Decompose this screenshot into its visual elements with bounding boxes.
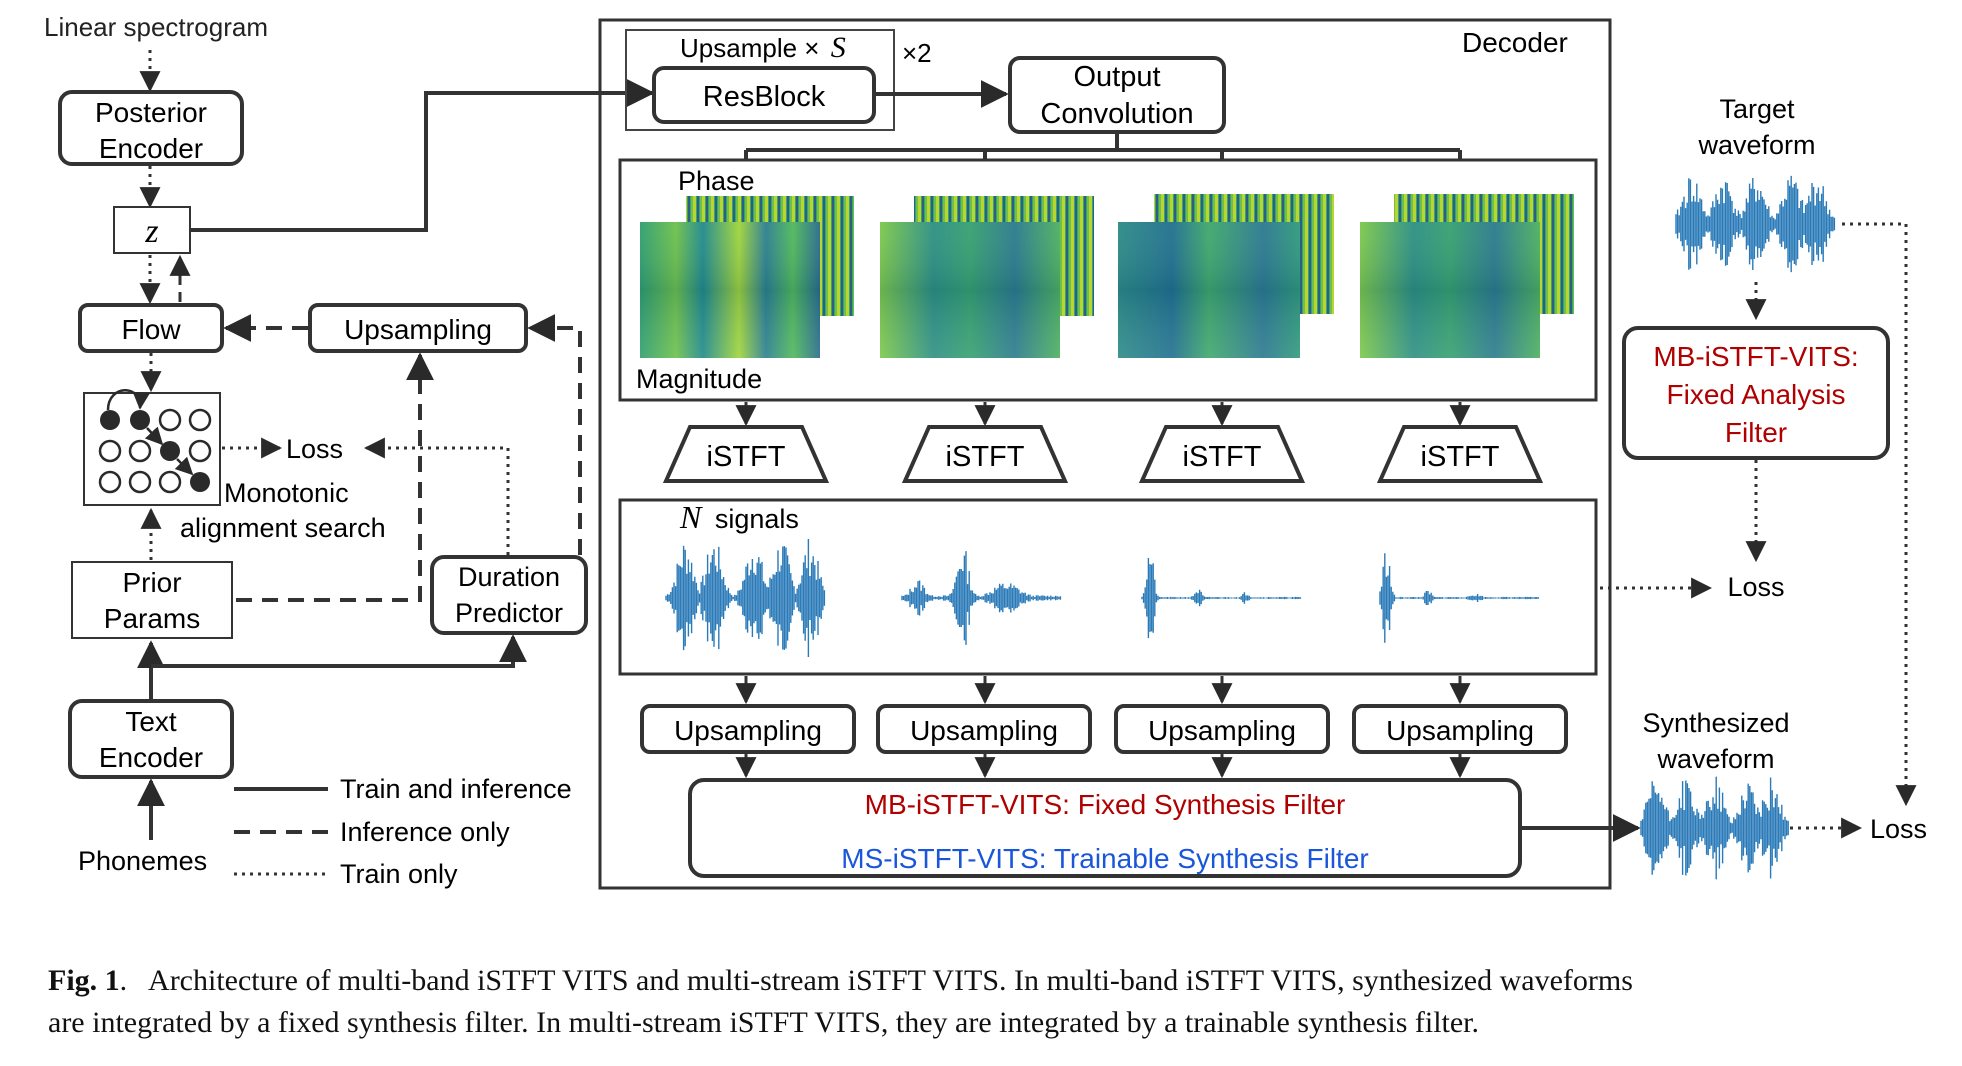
legend-dashed-label: Inference only [340,817,510,847]
upsample-group-label: Upsample × S [680,31,846,64]
target-waveform [1675,175,1836,273]
upsampling-label-4: Upsampling [1386,715,1534,746]
text-encoder-box: Text Encoder [68,699,234,779]
text-encoder-line2: Encoder [99,742,203,773]
upsampling-label-3: Upsampling [1148,715,1296,746]
mas-label-line2: alignment search [180,513,386,543]
analysis-filter-line3: Filter [1725,417,1787,448]
upsampling-box-3: Upsampling [1114,704,1330,754]
ms-synthesis-label: MS-iSTFT-VITS: Trainable Synthesis Filte… [841,843,1368,874]
upsample-group-frame [625,29,895,131]
synthesis-filter-box: MB-iSTFT-VITS: Fixed Synthesis Filter MS… [688,778,1522,878]
analysis-filter-line1: MB-iSTFT-VITS: [1653,341,1858,372]
synthesized-waveform [1640,776,1789,880]
upsampling-box-1: Upsampling [640,704,856,754]
loss-middle-label: Loss [1727,572,1784,602]
istft-block-3: iSTFT [1138,425,1306,483]
upsampling-label-1: Upsampling [674,715,822,746]
prior-params-line2: Params [104,603,200,634]
synthesized-waveform-line1: Synthesized [1642,708,1789,738]
upsampling-box-4: Upsampling [1352,704,1568,754]
prior-params-line1: Prior [122,567,181,598]
times-two-label: ×2 [902,38,932,68]
istft-block-1: iSTFT [662,425,830,483]
phase-label: Phase [678,166,755,196]
analysis-filter-box: MB-iSTFT-VITS: Fixed Analysis Filter [1622,326,1890,460]
prior-params-box: Prior Params [71,561,233,639]
upsampling-left-label: Upsampling [344,314,492,345]
output-convolution-line1: Output [1073,61,1160,93]
signals-label: N signals [679,499,799,535]
text-encoder-line1: Text [125,706,177,737]
loss-right-label: Loss [1870,814,1927,844]
upsampling-label-2: Upsampling [910,715,1058,746]
target-waveform-line2: waveform [1697,130,1815,160]
linear-spectrogram-label: Linear spectrogram [44,12,268,42]
legend: Train and inference Inference only Train… [234,774,572,889]
spectrogram-2 [880,196,1094,358]
z-label: z [144,213,158,250]
spectrogram-1 [640,196,854,358]
loss-left-label: Loss [286,434,343,464]
spectrogram-4 [1360,194,1574,358]
resblock-label: ResBlock [703,81,826,113]
caption-line2: are integrated by a fixed synthesis filt… [48,1006,1480,1039]
istft-label-1: iSTFT [707,441,786,473]
decoder-title: Decoder [1462,27,1568,58]
posterior-encoder-box: Posterior Encoder [58,90,244,166]
caption-line1: Architecture of multi-band iSTFT VITS an… [148,964,1633,997]
analysis-filter-line2: Fixed Analysis [1667,379,1846,410]
phonemes-label: Phonemes [78,846,207,876]
mas-label-line1: Monotonic [224,478,349,508]
flow-label: Flow [121,314,181,345]
mb-synthesis-label: MB-iSTFT-VITS: Fixed Synthesis Filter [865,789,1346,820]
legend-solid-label: Train and inference [340,774,572,804]
upsampling-left-box: Upsampling [308,303,528,353]
istft-label-4: iSTFT [1421,441,1500,473]
legend-dotted-label: Train only [340,859,458,889]
output-convolution-line2: Convolution [1040,98,1193,130]
istft-block-2: iSTFT [901,425,1069,483]
magnitude-label: Magnitude [636,364,762,394]
upsampling-box-2: Upsampling [876,704,1092,754]
signal-waves [665,539,1540,657]
caption-label: Fig. 1 [48,964,120,997]
flow-box: Flow [78,303,224,353]
istft-label-3: iSTFT [1183,441,1262,473]
decoder-frame [598,18,1612,890]
figure-caption: Fig. 1. Architecture of multi-band iSTFT… [48,960,1938,1044]
target-waveform-line1: Target [1719,94,1795,124]
posterior-encoder-line2: Encoder [99,133,203,164]
synthesized-waveform-line2: waveform [1656,744,1774,774]
z-box: z [113,206,191,254]
posterior-encoder-line1: Posterior [95,97,207,128]
output-convolution-box: Output Convolution [1008,56,1226,134]
duration-predictor-line1: Duration [458,562,560,592]
monotonic-alignment-grid [83,389,221,506]
duration-predictor-line2: Predictor [455,598,563,628]
spectrogram-3 [1118,194,1334,358]
resblock-box: ResBlock [652,66,876,124]
istft-label-2: iSTFT [946,441,1025,473]
duration-predictor-box: Duration Predictor [430,555,588,635]
istft-block-4: iSTFT [1376,425,1544,483]
